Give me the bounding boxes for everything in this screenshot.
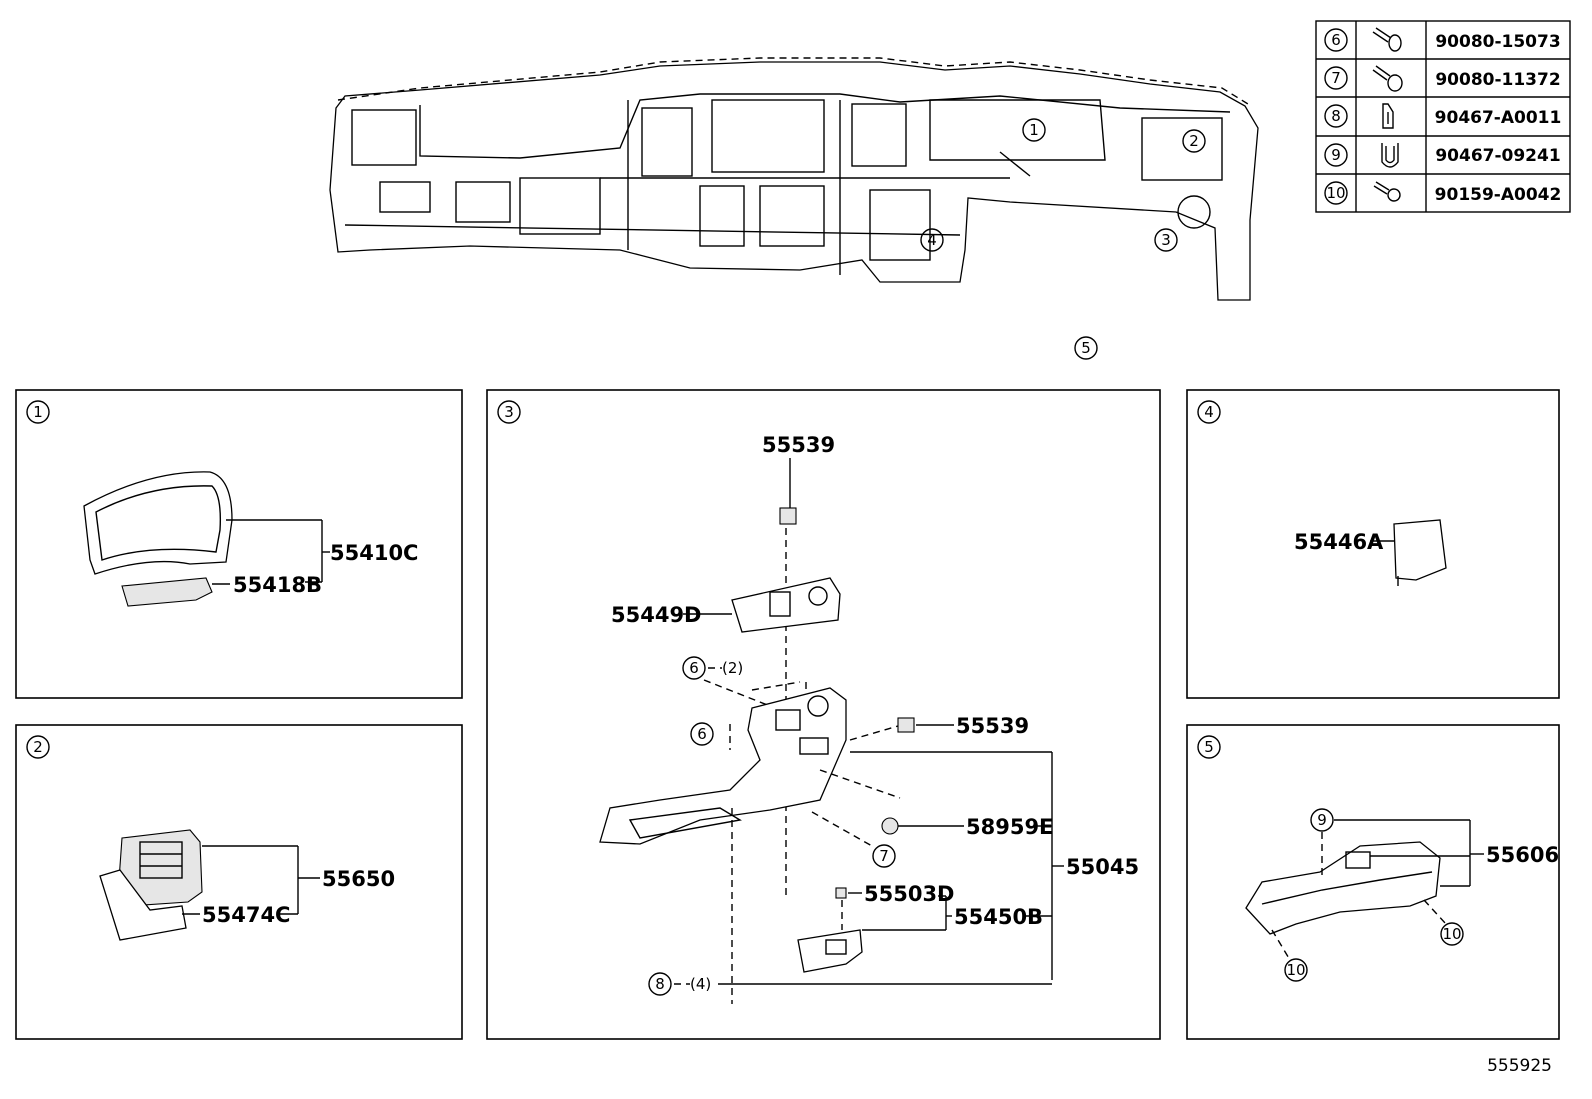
- cup-holder-part[interactable]: [797, 929, 863, 973]
- detail-panel-3: 3 55539 55449D 6 (2) 6: [486, 389, 1161, 1040]
- callout-6[interactable]: 6: [689, 659, 699, 677]
- panel-number: 3: [504, 403, 514, 421]
- meter-hood-part[interactable]: [83, 471, 233, 575]
- clip-part[interactable]: [779, 507, 797, 525]
- overview-callout-4[interactable]: 4: [920, 228, 944, 252]
- callout-6[interactable]: 6: [697, 725, 707, 743]
- part-label-55503D[interactable]: 55503D: [864, 882, 955, 906]
- detail-panel-2: 2 55650 55474C: [15, 724, 463, 1040]
- bolt-washer-icon: [1372, 27, 1402, 52]
- table-ref: 7: [1331, 69, 1341, 87]
- detail-panel-1: 1 55410C 55418B: [15, 389, 463, 699]
- table-ref: 10: [1326, 184, 1345, 202]
- table-row: 8 90467-A0011: [1324, 103, 1562, 129]
- svg-text:3: 3: [1161, 231, 1171, 249]
- part-label-55650[interactable]: 55650: [322, 867, 395, 891]
- callout-10[interactable]: 10: [1286, 961, 1305, 979]
- detail-panel-5: 5 9 55606 10 10: [1186, 724, 1560, 1040]
- table-row: 10 90159-A0042: [1324, 181, 1562, 205]
- dashboard-overview: 1 2 3 4 5: [329, 57, 1259, 360]
- illustration-number: 555925: [1487, 1056, 1552, 1076]
- cup-holder-insert-part[interactable]: [835, 887, 847, 899]
- trim-cover-part[interactable]: [1393, 519, 1447, 586]
- table-row: 9 90467-09241: [1324, 143, 1561, 168]
- clip-u-icon: [1381, 143, 1399, 168]
- table-row: 6 90080-15073: [1324, 27, 1561, 52]
- part-label-55045[interactable]: 55045: [1066, 855, 1139, 879]
- part-label-55474C[interactable]: 55474C: [202, 903, 290, 927]
- air-vent-part[interactable]: [117, 829, 203, 907]
- detail-panel-4: 4 55446A: [1186, 389, 1560, 699]
- part-label-55450B[interactable]: 55450B: [954, 905, 1043, 929]
- clip-part[interactable]: [897, 717, 915, 733]
- panel-number: 4: [1204, 403, 1214, 421]
- table-part-number[interactable]: 90467-A0011: [1435, 108, 1562, 128]
- quantity-label: (2): [722, 659, 743, 677]
- lower-console-panel-part[interactable]: [599, 687, 847, 845]
- overview-callout-5[interactable]: 5: [1074, 336, 1098, 360]
- table-ref: 8: [1331, 107, 1341, 125]
- table-ref: 6: [1331, 31, 1341, 49]
- callout-10[interactable]: 10: [1442, 925, 1461, 943]
- clip-icon: [1382, 103, 1394, 129]
- panel-number: 1: [33, 403, 43, 421]
- table-part-number[interactable]: 90159-A0042: [1435, 185, 1562, 205]
- table-row: 7 90080-11372: [1324, 65, 1561, 92]
- part-label-55418B[interactable]: 55418B: [233, 573, 322, 597]
- fastener-table: 6 90080-15073 7 90080-11372 8: [1315, 20, 1571, 213]
- callout-7[interactable]: 7: [879, 847, 889, 865]
- screw-icon: [1373, 181, 1401, 202]
- panel-number: 5: [1204, 738, 1214, 756]
- part-label-55539-side[interactable]: 55539: [956, 714, 1029, 738]
- part-label-55446A[interactable]: 55446A: [1294, 530, 1384, 554]
- table-part-number[interactable]: 90080-15073: [1435, 32, 1560, 52]
- table-part-number[interactable]: 90080-11372: [1435, 70, 1560, 90]
- quantity-label: (4): [690, 975, 711, 993]
- table-ref: 9: [1331, 146, 1341, 164]
- table-part-number[interactable]: 90467-09241: [1435, 146, 1560, 166]
- part-label-55606[interactable]: 55606: [1486, 843, 1559, 867]
- panel-number: 2: [33, 738, 43, 756]
- part-label-55449D[interactable]: 55449D: [611, 603, 702, 627]
- part-label-55539-top[interactable]: 55539: [762, 433, 835, 457]
- part-label-55410C[interactable]: 55410C: [330, 541, 418, 565]
- plug-part[interactable]: [881, 817, 899, 835]
- cluster-switch-part[interactable]: [121, 577, 213, 607]
- overview-callout-2[interactable]: 2: [1182, 129, 1206, 153]
- svg-text:2: 2: [1189, 132, 1199, 150]
- bolt-washer-icon: [1372, 65, 1403, 92]
- overview-callout-1[interactable]: 1: [1022, 118, 1046, 142]
- svg-text:4: 4: [927, 231, 937, 249]
- duct-cover-part[interactable]: [1245, 841, 1441, 935]
- part-label-58959E[interactable]: 58959E: [966, 815, 1053, 839]
- callout-8[interactable]: 8: [655, 975, 665, 993]
- callout-9[interactable]: 9: [1317, 811, 1327, 829]
- vent-trim-part[interactable]: [99, 869, 187, 941]
- switch-base-part[interactable]: [731, 577, 841, 633]
- svg-text:1: 1: [1029, 121, 1039, 139]
- svg-text:5: 5: [1081, 339, 1091, 357]
- overview-callout-3[interactable]: 3: [1154, 228, 1178, 252]
